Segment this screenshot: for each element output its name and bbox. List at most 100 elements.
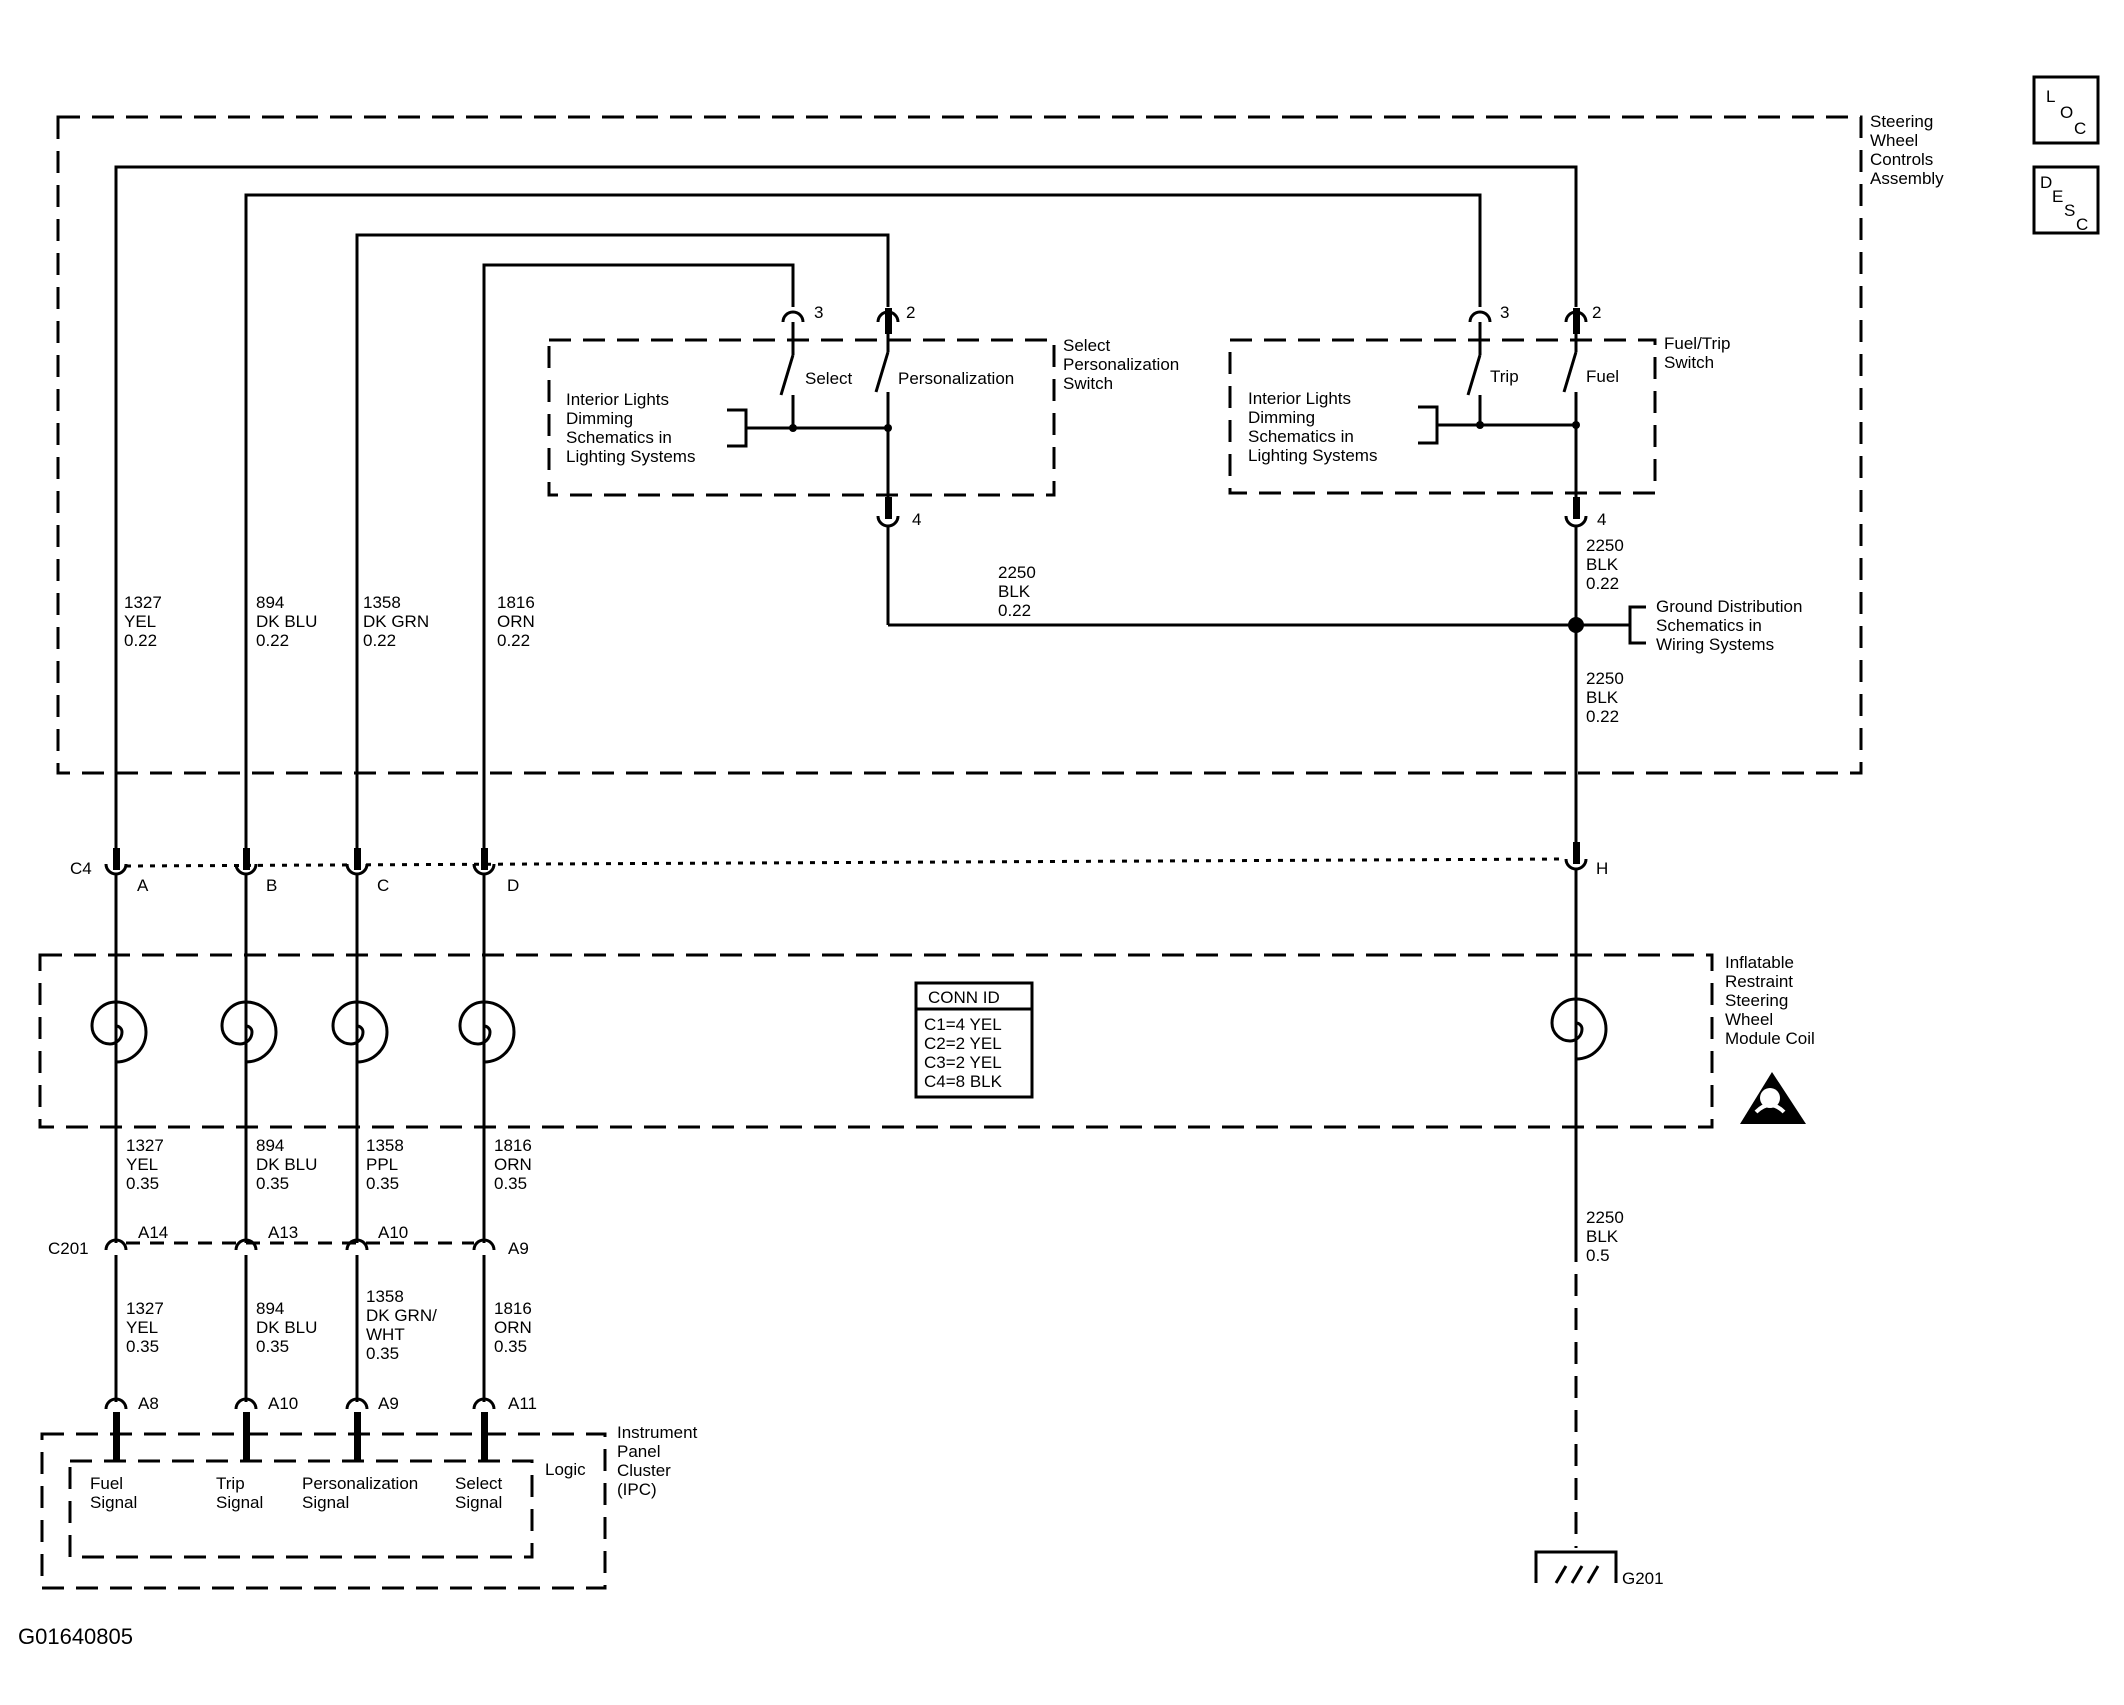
c201-pin-a14: A14 <box>138 1223 168 1242</box>
ipc-pin-a8: A8 <box>138 1394 159 1413</box>
svg-text:Restraint: Restraint <box>1725 972 1793 991</box>
ipc-pin-a11: A11 <box>508 1394 537 1413</box>
trip-label: Trip <box>1490 367 1519 386</box>
svg-text:Wiring Systems: Wiring Systems <box>1656 635 1774 654</box>
svg-text:D: D <box>2040 173 2052 192</box>
svg-text:Trip: Trip <box>216 1474 245 1493</box>
svg-text:0.22: 0.22 <box>998 601 1031 620</box>
svg-text:Select: Select <box>1063 336 1111 355</box>
svg-text:C: C <box>2074 119 2086 138</box>
svg-text:DK GRN/: DK GRN/ <box>366 1306 437 1325</box>
wire-label-middle-1: 1327 YEL 0.35 <box>126 1136 164 1193</box>
svg-text:Wheel: Wheel <box>1725 1010 1773 1029</box>
svg-text:C: C <box>2076 215 2088 234</box>
c201-label: C201 <box>48 1239 89 1258</box>
svg-text:Fuel: Fuel <box>90 1474 123 1493</box>
wire-label-upper-4: 1816 ORN 0.22 <box>497 593 535 650</box>
personalization-label: Personalization <box>898 369 1014 388</box>
svg-text:O: O <box>2060 103 2073 122</box>
svg-text:Personalization: Personalization <box>1063 355 1179 374</box>
svg-text:Schematics in: Schematics in <box>566 428 672 447</box>
ipc-signal-select: Select Signal <box>455 1474 503 1512</box>
logic-label: Logic <box>545 1460 586 1479</box>
ground-net <box>888 526 1646 858</box>
svg-text:1327: 1327 <box>124 593 162 612</box>
ipc-label: Instrument Panel Cluster (IPC) <box>617 1423 698 1499</box>
clockspring-coil-a-icon <box>90 1000 148 1064</box>
interior-lights-ref-right: Interior Lights Dimming Schematics in Li… <box>1248 389 1377 465</box>
svg-text:2250: 2250 <box>1586 536 1624 555</box>
svg-text:CONN ID: CONN ID <box>928 988 1000 1007</box>
svg-text:0.22: 0.22 <box>256 631 289 650</box>
wire-label-lower-4: 1816 ORN 0.35 <box>494 1299 532 1356</box>
ipc-pin-a10: A10 <box>268 1394 298 1413</box>
svg-text:BLK: BLK <box>998 582 1031 601</box>
svg-text:Signal: Signal <box>455 1493 502 1512</box>
svg-text:2250: 2250 <box>1586 1208 1624 1227</box>
svg-text:Interior Lights: Interior Lights <box>566 390 669 409</box>
svg-text:0.5: 0.5 <box>1586 1246 1610 1265</box>
svg-text:Dimming: Dimming <box>566 409 633 428</box>
svg-text:Steering: Steering <box>1725 991 1788 1010</box>
svg-text:Signal: Signal <box>90 1493 137 1512</box>
svg-text:DK GRN: DK GRN <box>363 612 429 631</box>
steering-wheel-controls-label: Steering Wheel Controls Assembly <box>1870 112 1944 188</box>
clockspring-coil-h-icon <box>1550 997 1608 1061</box>
wire-label-middle-2: 894 DK BLU 0.35 <box>256 1136 317 1193</box>
wire-label-upper-2: 894 DK BLU 0.22 <box>256 593 317 650</box>
conn-id-table: CONN ID C1=4 YEL C2=2 YEL C3=2 YEL C4=8 … <box>914 981 1034 1099</box>
svg-text:0.22: 0.22 <box>1586 707 1619 726</box>
wire-label-middle-3: 1358 PPL 0.35 <box>366 1136 404 1193</box>
svg-text:Personalization: Personalization <box>302 1474 418 1493</box>
svg-text:1358: 1358 <box>363 593 401 612</box>
svg-text:1816: 1816 <box>497 593 535 612</box>
figure-id: G01640805 <box>18 1624 133 1649</box>
wire-label-lower-3: 1358 DK GRN/ WHT 0.35 <box>366 1287 437 1363</box>
ipc-connector <box>104 1397 496 1462</box>
svg-text:0.35: 0.35 <box>494 1337 527 1356</box>
top-wires <box>114 165 1578 855</box>
sel-pin-3: 3 <box>814 303 823 322</box>
steering-wheel-controls-boundary <box>56 115 1863 775</box>
svg-text:ORN: ORN <box>497 612 535 631</box>
ground-point-label: G201 <box>1622 1569 1664 1588</box>
c4-pin-h: H <box>1596 859 1608 878</box>
ground-symbol-icon <box>1534 1550 1618 1584</box>
svg-text:C1=4 YEL: C1=4 YEL <box>924 1015 1002 1034</box>
svg-text:894: 894 <box>256 1136 284 1155</box>
ipc-pin-a9: A9 <box>378 1394 399 1413</box>
select-personalization-switch-label: Select Personalization Switch <box>1063 336 1179 393</box>
svg-text:YEL: YEL <box>124 612 156 631</box>
svg-text:C4=8 BLK: C4=8 BLK <box>924 1072 1003 1091</box>
svg-text:WHT: WHT <box>366 1325 405 1344</box>
svg-text:894: 894 <box>256 593 284 612</box>
fuel-trip-switch <box>1228 308 1657 528</box>
svg-text:Cluster: Cluster <box>617 1461 671 1480</box>
svg-text:0.35: 0.35 <box>494 1174 527 1193</box>
wire-label-ground-upper: 2250 BLK 0.22 <box>1586 536 1624 593</box>
svg-text:BLK: BLK <box>1586 555 1619 574</box>
c4-pin-c: C <box>377 876 389 895</box>
svg-text:2250: 2250 <box>1586 669 1624 688</box>
svg-text:Select: Select <box>455 1474 503 1493</box>
wire-label-lower-1: 1327 YEL 0.35 <box>126 1299 164 1356</box>
wire-label-ground-main: 2250 BLK 0.5 <box>1586 1208 1624 1265</box>
airbag-warning-icon <box>1740 1072 1806 1124</box>
desc-icon[interactable]: D E S C <box>2032 165 2100 235</box>
svg-text:Ground Distribution: Ground Distribution <box>1656 597 1802 616</box>
svg-text:ORN: ORN <box>494 1318 532 1337</box>
loc-icon[interactable]: L O C <box>2032 75 2100 145</box>
svg-text:YEL: YEL <box>126 1155 158 1174</box>
svg-text:Module Coil: Module Coil <box>1725 1029 1815 1048</box>
fuel-trip-switch-label: Fuel/Trip Switch <box>1664 334 1730 372</box>
svg-text:S: S <box>2064 201 2075 220</box>
ipc-signal-trip: Trip Signal <box>216 1474 263 1512</box>
svg-text:YEL: YEL <box>126 1318 158 1337</box>
svg-text:0.22: 0.22 <box>124 631 157 650</box>
svg-text:Dimming: Dimming <box>1248 408 1315 427</box>
svg-text:Panel: Panel <box>617 1442 660 1461</box>
wire-label-ground-lower: 2250 BLK 0.22 <box>1586 669 1624 726</box>
svg-text:0.22: 0.22 <box>1586 574 1619 593</box>
svg-text:C3=2 YEL: C3=2 YEL <box>924 1053 1002 1072</box>
